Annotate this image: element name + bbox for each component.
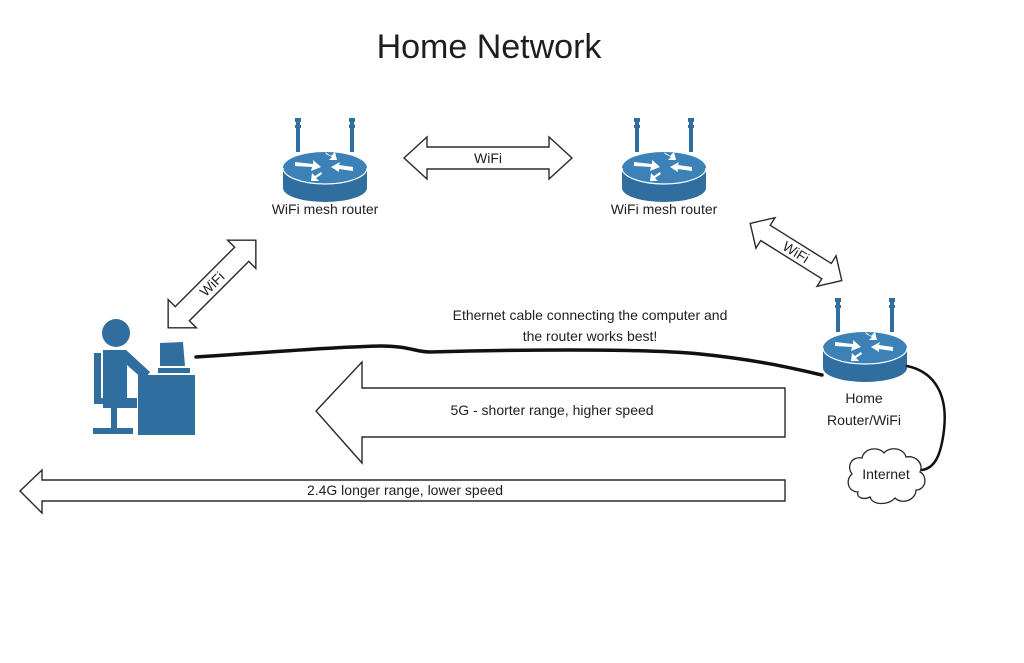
mesh-router-right-label: WiFi mesh router bbox=[611, 201, 718, 217]
band-5g-label: 5G - shorter range, higher speed bbox=[450, 402, 653, 418]
wifi-link-label: WiFi bbox=[474, 150, 502, 166]
band-5g-arrow: 5G - shorter range, higher speed bbox=[315, 360, 786, 465]
cloud-icon bbox=[847, 448, 926, 505]
wifi-link-computer-to-mesh: WiFi bbox=[167, 239, 257, 329]
double-arrow-icon bbox=[402, 135, 574, 181]
left-arrow-icon bbox=[18, 468, 786, 515]
band-24g-label: 2.4G longer range, lower speed bbox=[307, 482, 503, 498]
diagram-title: Home Network bbox=[377, 28, 603, 66]
mesh-router-left-label: WiFi mesh router bbox=[272, 201, 379, 217]
ethernet-cable bbox=[194, 344, 824, 377]
home-router-label-line2: Router/WiFi bbox=[827, 412, 901, 428]
home-router: Home Router/WiFi bbox=[822, 297, 908, 428]
router-icon bbox=[822, 297, 908, 383]
band-24g-arrow: 2.4G longer range, lower speed bbox=[18, 468, 786, 515]
home-router-label-line1: Home bbox=[845, 390, 883, 406]
ethernet-label-line2: the router works best! bbox=[523, 328, 658, 344]
mesh-router-left: WiFi mesh router bbox=[272, 117, 379, 217]
router-icon bbox=[621, 117, 707, 203]
double-arrow-icon bbox=[749, 216, 843, 288]
wifi-link-mesh-to-mesh: WiFi bbox=[402, 135, 574, 181]
double-arrow-icon bbox=[167, 239, 257, 329]
internet-label: Internet bbox=[862, 466, 910, 482]
ethernet-label-line1: Ethernet cable connecting the computer a… bbox=[453, 307, 728, 323]
person-at-computer-icon bbox=[93, 319, 195, 435]
internet-cloud: Internet bbox=[847, 448, 926, 505]
wifi-link-mesh-to-home-router: WiFi bbox=[749, 216, 843, 288]
mesh-router-right: WiFi mesh router bbox=[611, 117, 718, 217]
router-icon bbox=[282, 117, 368, 203]
left-arrow-icon bbox=[315, 360, 786, 465]
internet-cable bbox=[905, 364, 946, 472]
